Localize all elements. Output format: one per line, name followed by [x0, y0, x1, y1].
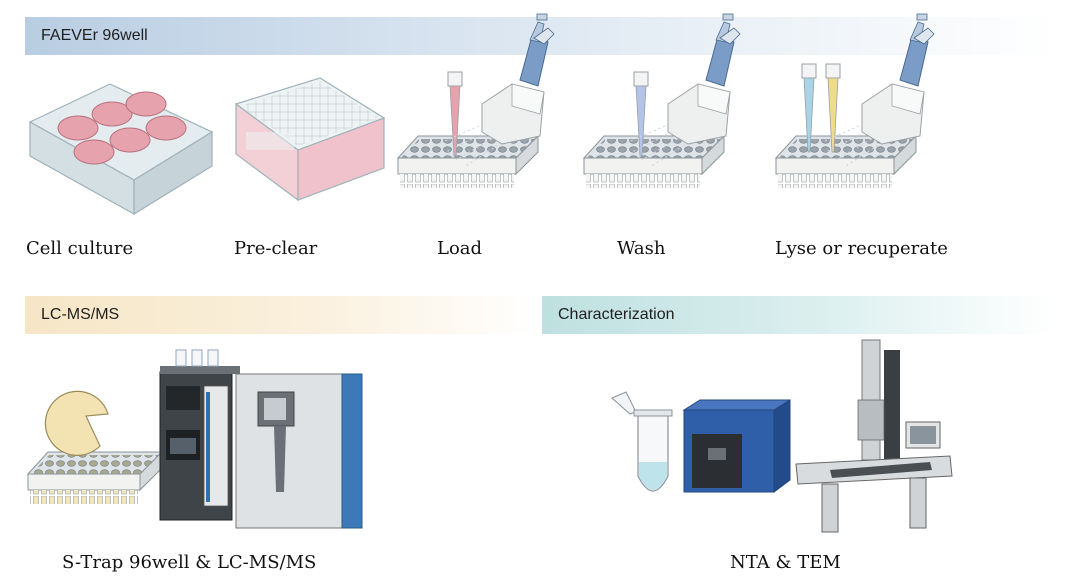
filter-plate-illustration: [234, 77, 386, 202]
lcms-banner-label: LC-MS/MS: [41, 306, 120, 323]
characterization-banner-label: Characterization: [558, 306, 675, 323]
lcms-banner: LC-MS/MS: [25, 296, 540, 334]
step-caption-cell-culture: Cell culture: [26, 238, 134, 259]
characterization-caption: NTA & TEM: [730, 552, 841, 573]
step-caption-pre-clear: Pre-clear: [234, 238, 318, 259]
lyse-illustration: [775, 13, 935, 189]
nta-instrument-illustration: [682, 399, 791, 493]
characterization-banner: Characterization: [542, 296, 1055, 334]
six-well-plate-illustration: [28, 83, 214, 216]
step-caption-load: Load: [437, 238, 483, 259]
wash-illustration: [583, 13, 741, 189]
tem-instrument-illustration: [795, 339, 953, 533]
lcms-caption: S-Trap 96well & LC-MS/MS: [62, 552, 317, 573]
step-caption-lyse: Lyse or recuperate: [775, 238, 948, 259]
nta-tube-illustration: [611, 391, 673, 492]
lcms-instrument-illustration: [159, 349, 363, 529]
strap-plate-illustration: [26, 390, 164, 504]
load-illustration: [397, 13, 555, 189]
step-caption-wash: Wash: [617, 238, 666, 259]
faever-banner-label: FAEVEr 96well: [41, 27, 148, 44]
